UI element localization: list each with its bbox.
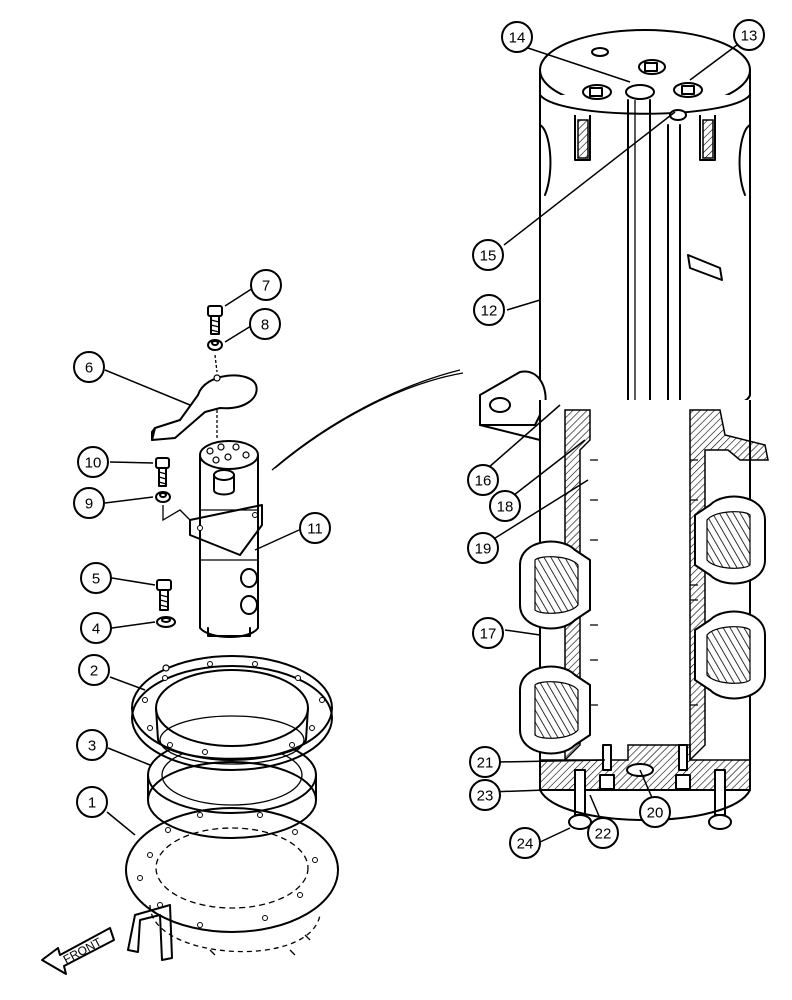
svg-text:17: 17: [480, 626, 497, 643]
center-joint-body: [479, 29, 769, 830]
base-ring-outline: [149, 904, 321, 956]
bracket-part: [151, 374, 258, 441]
svg-text:7: 7: [262, 278, 270, 295]
svg-text:9: 9: [85, 496, 93, 513]
flange-ring-part: [131, 655, 333, 771]
callout-7: 7: [250, 269, 282, 301]
callout-18: 18: [489, 490, 521, 522]
clip-bracket: [127, 904, 173, 961]
callout-22: 22: [587, 817, 619, 849]
washer-9-part: [155, 491, 171, 503]
svg-text:14: 14: [509, 30, 526, 47]
svg-text:6: 6: [85, 360, 93, 377]
callout-8: 8: [249, 308, 281, 340]
svg-text:2: 2: [90, 663, 98, 680]
svg-text:20: 20: [647, 805, 664, 822]
svg-text:8: 8: [261, 317, 269, 334]
gasket-ring-part: [125, 807, 339, 933]
washer-8-part: [207, 339, 223, 351]
svg-text:1: 1: [88, 795, 96, 812]
svg-text:13: 13: [741, 28, 758, 45]
leader-lines: [104, 44, 738, 844]
svg-text:11: 11: [307, 521, 323, 538]
callout-14: 14: [501, 21, 533, 53]
svg-text:10: 10: [85, 455, 102, 472]
rotary-swivel-part: [189, 440, 263, 638]
svg-text:4: 4: [92, 621, 100, 638]
front-direction-arrow: FRONT: [41, 927, 115, 975]
callout-4: 4: [80, 612, 112, 644]
callout-2: 2: [78, 654, 110, 686]
callout-20: 20: [639, 796, 671, 828]
svg-text:23: 23: [477, 788, 494, 805]
callout-23: 23: [469, 779, 501, 811]
callout-9: 9: [73, 487, 105, 519]
bolt-5-part: [156, 579, 172, 611]
svg-text:12: 12: [481, 303, 498, 320]
callout-13: 13: [733, 19, 765, 51]
svg-text:15: 15: [480, 248, 497, 265]
svg-text:16: 16: [475, 473, 492, 490]
callout-21: 21: [469, 746, 501, 778]
callout-3: 3: [76, 729, 108, 761]
callout-19: 19: [467, 532, 499, 564]
svg-text:21: 21: [477, 755, 494, 772]
callout-10: 10: [77, 446, 109, 478]
callout-12: 12: [473, 294, 505, 326]
callout-24: 24: [509, 827, 541, 859]
callout-11: 11: [299, 512, 331, 544]
svg-text:22: 22: [595, 826, 612, 843]
callout-15: 15: [472, 239, 504, 271]
bolt-10-part: [155, 457, 170, 487]
svg-text:24: 24: [517, 836, 534, 853]
svg-text:3: 3: [88, 738, 96, 755]
connection-leader: [271, 369, 461, 471]
svg-text:19: 19: [475, 541, 492, 558]
callout-17: 17: [472, 617, 504, 649]
callout-1: 1: [76, 786, 108, 818]
front-arrow-label: FRONT: [61, 935, 105, 967]
svg-text:18: 18: [497, 499, 514, 516]
callout-6: 6: [73, 351, 105, 383]
svg-text:5: 5: [92, 571, 100, 588]
washer-4-part: [156, 616, 176, 628]
bolt-7-part: [207, 305, 223, 335]
callout-16: 16: [467, 464, 499, 496]
callout-5: 5: [80, 562, 112, 594]
